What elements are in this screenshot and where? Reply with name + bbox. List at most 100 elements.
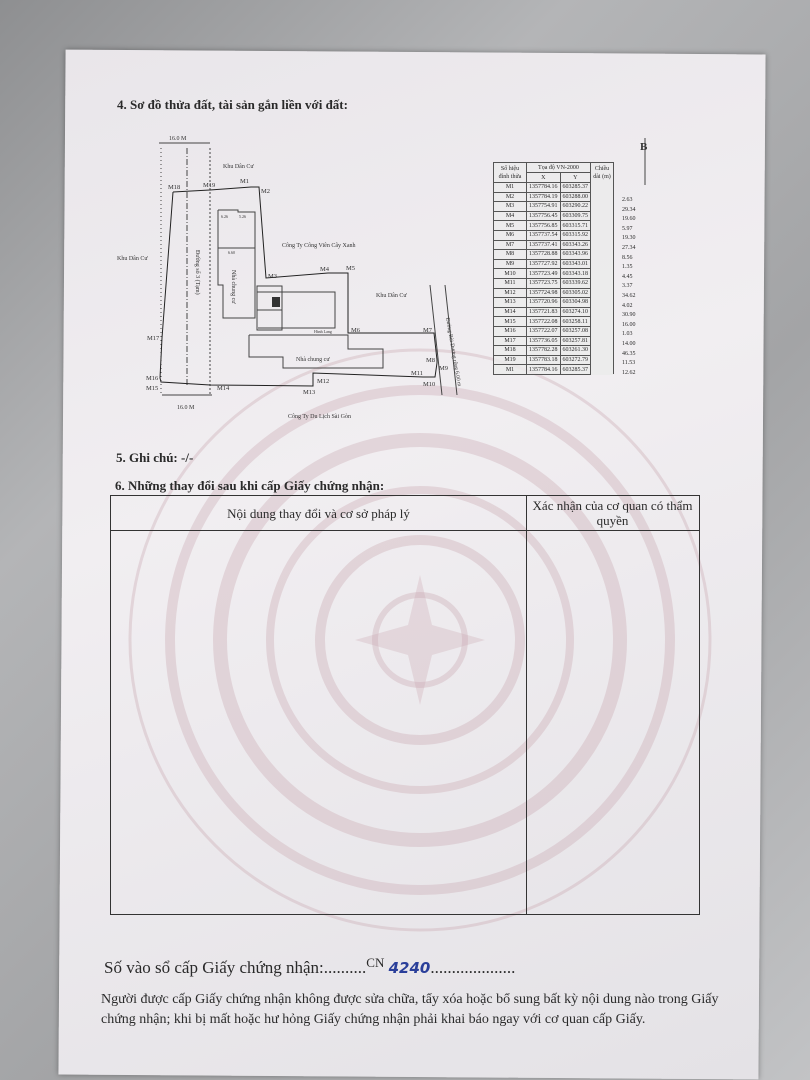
length-cell [590,288,614,298]
coord-x: 1357754.91 [526,201,561,212]
length-cell [590,211,614,221]
length-cell [590,182,614,193]
coord-x: 1357720.96 [526,297,561,308]
point-label-m7: M7 [423,327,433,334]
width-label-top: 16.0 M [169,136,187,142]
coord-y: 603309.75 [559,210,591,222]
coord-y: 603261.30 [559,345,591,356]
point-id: M6 [493,229,527,241]
point-id: M10 [493,268,527,279]
segment-length: 11.53 [622,360,636,367]
label-cong-ty-cay-xanh: Công Ty Công Viên Cây Xanh [282,243,356,249]
header-x: X [526,172,561,183]
segment-length: 5.97 [622,225,633,232]
length-cell [590,230,614,241]
label-cong-ty-du-lich: Công Ty Du Lịch Sài Gòn [288,414,351,420]
coord-y: 603343.01 [559,258,591,270]
point-id: M16 [493,325,527,337]
coord-y: 603272.79 [559,354,591,366]
point-id: M5 [493,220,527,231]
north-label: B [640,141,648,153]
segment-length: 12.62 [622,369,636,376]
coord-x: 1357722.07 [526,325,561,337]
length-cell [590,192,614,202]
coord-x: 1357736.05 [526,335,561,347]
segment-length: 8.56 [622,254,633,261]
coord-x: 1357783.18 [526,354,561,366]
point-label-m11: M11 [411,370,423,377]
changes-col-content: Nội dung thay đổi và cơ sở pháp lý [227,506,410,521]
segment-length: 1.03 [622,331,633,338]
point-id: M19 [493,354,527,366]
building-2 [248,334,384,369]
length-cell [590,326,614,336]
coord-y: 603288.00 [559,191,591,203]
header-y: Y [559,172,591,183]
length-cell [590,316,614,327]
point-label-m10: M10 [423,381,435,388]
segment-length: 19.30 [622,235,636,242]
label-duong-so-3: Đường số 3 (Tạm) [194,250,201,295]
segment-length: 16.00 [622,321,636,328]
coord-x: 1357784.16 [526,364,561,375]
point-id: M2 [493,191,527,203]
label-khu-dan-cu-right: Khu Dân Cư [376,293,407,299]
length-cell [590,278,614,289]
coord-y: 603257.08 [559,325,591,337]
segment-length: 34.62 [622,292,636,299]
coord-x: 1357737.54 [526,229,561,241]
coord-y: 603257.81 [559,335,591,347]
coord-x: 1357737.41 [526,239,561,251]
header-coords: Tọa độ VN-2000 [526,162,591,173]
length-cell [590,355,614,365]
coord-y: 603285.37 [559,182,591,193]
point-label-m2: M2 [261,188,270,195]
coord-x: 1357782.28 [526,345,561,356]
label-khu-dan-cu-top: Khu Dân Cư [223,164,254,170]
point-label-m12: M12 [317,378,329,385]
coord-y: 603304.98 [559,297,591,308]
width-label-bottom: 16.0 M [177,405,195,411]
point-id: M3 [493,201,527,212]
segment-length: 46.35 [622,350,636,357]
coord-x: 1357721.83 [526,306,561,318]
point-id: M11 [493,277,527,289]
coord-x: 1357756.45 [526,210,561,222]
length-cell [590,201,614,212]
point-id: M15 [493,316,527,327]
parcel-boundary [159,186,438,387]
segment-length: 1.35 [622,264,633,271]
coord-y: 603290.22 [559,201,591,212]
coord-x: 1357724.98 [526,287,561,299]
coord-x: 1357756.85 [526,220,561,231]
point-label-m4: M4 [320,266,330,273]
header-length: Chiều dài (m) [590,162,614,183]
point-id: M7 [493,239,527,251]
coord-y: 603258.11 [559,316,591,327]
header-id: Số hiệu đỉnh thửa [493,162,527,183]
coord-y: 603305.02 [559,287,591,299]
point-label-m13: M13 [303,389,315,396]
point-label-m8: M8 [426,357,435,364]
dim-660: 6.60 [228,250,235,255]
point-label-m5: M5 [346,265,355,272]
changes-table: Nội dung thay đổi và cơ sở pháp lý Xác n… [110,495,700,915]
dim-626: 6.26 [221,214,228,219]
point-label-m16: M16 [146,375,159,382]
section6-title: 6. Những thay đổi sau khi cấp Giấy chứng… [115,478,385,493]
length-cell [590,345,614,356]
